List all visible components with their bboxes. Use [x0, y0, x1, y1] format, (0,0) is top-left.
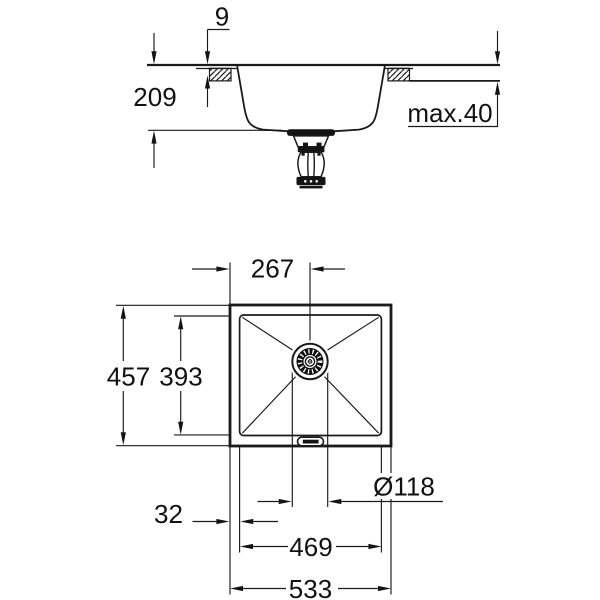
cap-dot: [315, 180, 319, 183]
dim-label-267: 267: [251, 254, 294, 284]
arrowhead-up: [178, 316, 184, 330]
drain-knob-dot: [309, 360, 311, 363]
drain-knob-center: [307, 359, 313, 364]
drain-assembly: [287, 129, 335, 189]
drain-ear-right: [316, 142, 322, 148]
sink-bowl-profile: [236, 64, 386, 133]
arrowhead-up: [151, 130, 157, 144]
dim-label-diameter-118: Ø118: [373, 471, 435, 501]
drain-knob-outline: [304, 356, 316, 367]
arrowhead-right: [378, 585, 391, 592]
arrowhead-down: [178, 421, 184, 435]
countertop-hatch-right: [387, 67, 411, 82]
dim-label-max40: max.40: [407, 98, 492, 128]
cap-dot: [304, 180, 307, 183]
dim-label-457: 457: [107, 362, 150, 392]
bowl-diagonal: [323, 376, 380, 434]
side-cross-section-view: 209 9 max.40: [133, 2, 501, 189]
countertop-hatch-left: [208, 67, 232, 82]
cap-dot: [309, 180, 313, 183]
drain-plan: [289, 340, 331, 383]
drain-knurl-speckle: [297, 349, 323, 374]
arrowhead-down: [204, 51, 211, 65]
drain-barrel-tab-right: [317, 152, 321, 156]
arrowhead-right: [216, 518, 230, 525]
dimension-outer-depth: 457: [107, 305, 150, 446]
arrowhead-down: [151, 51, 157, 65]
arrowhead-left: [240, 518, 254, 525]
drain-ear-left: [303, 142, 308, 148]
drain-flange: [287, 129, 335, 136]
overflow-slot: [302, 439, 319, 444]
sink-bowl-edge: [238, 314, 383, 437]
dim-label-533: 533: [289, 574, 332, 600]
dimension-bowl-inner-width: 469: [240, 532, 382, 562]
arrowhead-right: [368, 543, 382, 550]
drain-barrel: [297, 151, 326, 178]
arrowhead-right: [216, 266, 230, 272]
bowl-diagonal: [241, 316, 294, 351]
drain-locknut: [297, 147, 325, 153]
drain-end-lip: [299, 185, 323, 189]
drain-cup: [292, 135, 330, 148]
arrowhead-down: [120, 432, 126, 446]
plan-view: 457 393 267 32: [107, 254, 443, 600]
arrowhead-up: [204, 75, 211, 89]
dimension-bowl-inner-depth: 393: [159, 316, 203, 435]
arrowhead-right: [278, 498, 292, 505]
dim-label-209: 209: [133, 82, 176, 112]
dimension-rim-width: 32: [154, 499, 278, 529]
dimension-drain-offset: 267: [192, 254, 345, 284]
bowl-diagonal: [241, 376, 297, 434]
label-background: [366, 473, 442, 499]
arrowhead-up: [120, 305, 126, 319]
arrowhead-left: [310, 266, 324, 272]
arrowhead-down: [494, 51, 501, 65]
dim-label-32: 32: [154, 499, 183, 529]
dimension-rim-height: 9: [204, 2, 230, 107]
drain-barrel-tab-left: [301, 152, 305, 156]
dimension-drain-diameter: Ø118: [257, 471, 443, 505]
dim-label-9: 9: [215, 2, 229, 32]
dim-label-393: 393: [159, 362, 202, 392]
bowl-diagonal: [326, 316, 380, 351]
dimension-outer-width: 533: [230, 574, 391, 600]
drain-inner-tube: [307, 152, 316, 177]
arrowhead-left: [328, 498, 342, 505]
arrowhead-up: [494, 81, 501, 95]
arrowhead-left: [240, 543, 253, 550]
dimension-countertop-thickness: max.40: [407, 31, 501, 128]
arrowhead-left: [230, 585, 243, 592]
dimension-bowl-depth: 209: [133, 33, 282, 168]
dim-label-469: 469: [289, 532, 332, 562]
